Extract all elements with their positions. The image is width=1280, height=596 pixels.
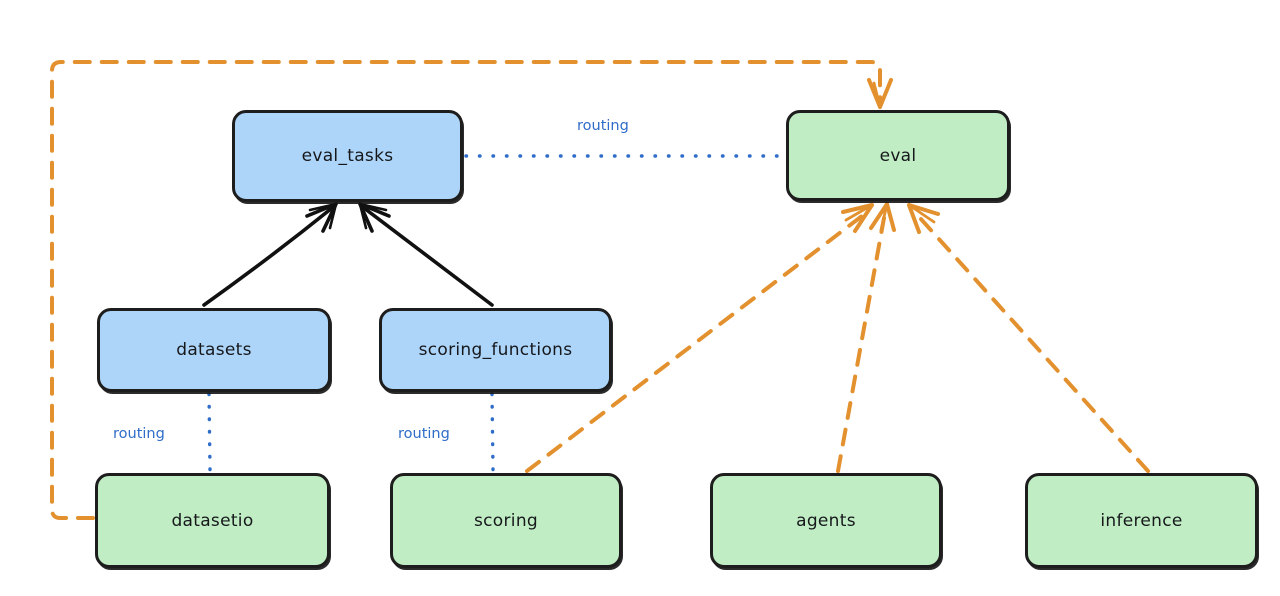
edge-datasets-datasetio <box>207 392 212 472</box>
node-label: eval <box>879 145 917 166</box>
node-label: datasets <box>176 340 252 360</box>
edge-label-routing-scoring-functions-scoring: routing <box>398 426 450 442</box>
node-eval-tasks[interactable]: eval_tasks <box>232 110 463 202</box>
edge-agents-eval <box>836 202 896 473</box>
edge-inference-eval <box>907 203 1150 473</box>
node-label: eval_tasks <box>301 146 394 166</box>
node-datasets[interactable]: datasets <box>97 308 331 392</box>
node-datasetio[interactable]: datasetio <box>95 473 330 568</box>
edge-scoring_functions-scoring <box>490 392 495 472</box>
edge-datasets-eval_tasks <box>202 202 338 307</box>
node-agents[interactable]: agents <box>710 473 942 568</box>
node-label: datasetio <box>171 510 254 531</box>
node-scoring[interactable]: scoring <box>390 473 622 568</box>
node-label: scoring_functions <box>418 340 573 360</box>
node-inference[interactable]: inference <box>1025 473 1258 568</box>
node-scoring-functions[interactable]: scoring_functions <box>379 308 612 392</box>
node-label: inference <box>1100 510 1183 531</box>
node-label: scoring <box>474 510 538 531</box>
node-eval[interactable]: eval <box>786 110 1010 201</box>
edge-datasetio-eval <box>50 60 893 520</box>
edge-label-routing-eval-tasks-eval: routing <box>577 118 629 134</box>
edge-scoring_functions-eval_tasks <box>358 202 494 307</box>
node-label: agents <box>796 510 856 531</box>
edge-label-routing-datasets-datasetio: routing <box>113 426 165 442</box>
